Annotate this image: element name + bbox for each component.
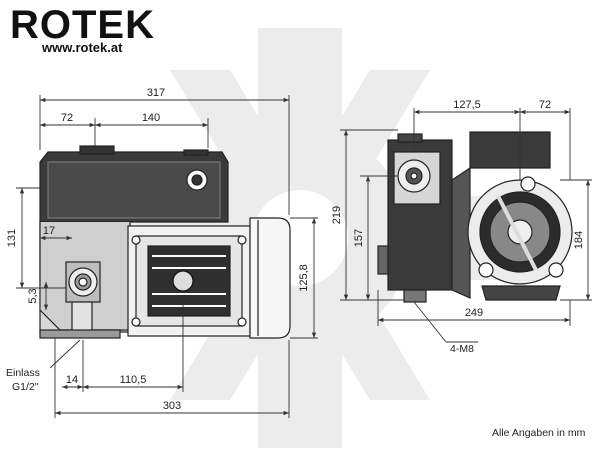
dim-317: 317 [147,87,165,99]
front-view [39,145,291,339]
dim-125-8: 125,8 [298,264,310,292]
dim-140: 140 [142,112,160,124]
dim-17: 17 [43,225,55,237]
logo-wordmark: ROTEK [10,3,155,47]
dim-303: 303 [163,400,181,412]
dim-110-5: 110,5 [120,374,147,386]
website-url: www.rotek.at [41,40,123,55]
dim-219: 219 [331,206,343,224]
inlet-thread-label: G1/2" [12,381,39,393]
inlet-label: Einlass [6,367,40,379]
rotek-logo: ROTEK www.rotek.at [10,3,155,55]
units-note: Alle Angaben in mm [492,427,586,439]
dim-184: 184 [573,231,585,249]
dim-72-left: 72 [61,112,73,124]
dimension-lines [16,95,592,418]
dim-14: 14 [66,374,78,386]
dim-72-right: 72 [539,99,551,111]
thread-label: 4-M8 [450,343,474,355]
dim-157: 157 [353,229,365,247]
dim-5-3: 5,3 [27,288,39,303]
dim-127-5: 127,5 [453,99,481,111]
dimension-labels: 317 72 140 131 17 125,8 5,3 14 110,5 303… [6,87,586,439]
dim-249: 249 [465,307,483,319]
dim-131: 131 [6,229,18,247]
